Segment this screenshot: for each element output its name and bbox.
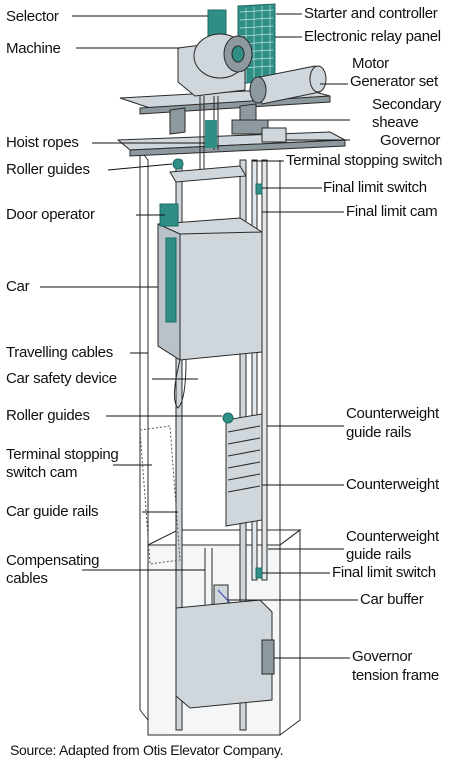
label-electronic-relay-panel: Electronic relay panel <box>304 28 441 45</box>
hoistway-outline <box>139 148 149 722</box>
label-final-limit-cam: Final limit cam <box>346 203 438 220</box>
counterweight-block <box>225 413 263 527</box>
label-counterweight-guide-rails-bottom-line2: guide rails <box>346 546 412 563</box>
label-secondary-sheave-line1: Secondary <box>372 96 442 113</box>
label-governor: Governor <box>380 132 441 149</box>
label-compensating-cables-line2: cables <box>6 570 48 587</box>
label-door-operator: Door operator <box>6 206 95 223</box>
final-limit-switch-bottom-mark <box>255 567 263 579</box>
label-counterweight-guide-rails-bottom-line1: Counterweight <box>346 528 439 545</box>
label-car-guide-rails: Car guide rails <box>6 503 99 520</box>
label-final-limit-switch-bottom: Final limit switch <box>332 564 436 581</box>
governor <box>261 127 287 143</box>
hoist-machine <box>177 33 253 97</box>
label-final-limit-switch-top: Final limit switch <box>323 179 427 196</box>
travelling-cables <box>174 359 187 409</box>
label-car-buffer: Car buffer <box>360 591 424 608</box>
label-hoist-ropes: Hoist ropes <box>6 134 79 151</box>
label-roller-guides-bottom: Roller guides <box>6 407 90 424</box>
label-roller-guides-top: Roller guides <box>6 161 90 178</box>
label-motor-generator-set-line2: Generator set <box>350 73 438 90</box>
source-credit: Source: Adapted from Otis Elevator Compa… <box>10 742 284 758</box>
terminal-stopping-switch-cam <box>139 425 181 565</box>
label-terminal-stopping-switch-cam-line1: Terminal stopping <box>6 446 119 463</box>
car-sling <box>169 165 247 183</box>
label-counterweight-guide-rails-top-line2: guide rails <box>346 424 412 441</box>
compensating-cables <box>204 548 213 610</box>
label-terminal-stopping-switch: Terminal stopping switch <box>286 152 443 169</box>
label-governor-tension-frame-line1: Governor <box>352 648 413 665</box>
governor-tension-frame <box>175 599 275 709</box>
label-compensating-cables-line1: Compensating <box>6 552 100 569</box>
label-car: Car <box>6 278 30 295</box>
hoist-ropes <box>199 96 219 170</box>
label-counterweight: Counterweight <box>346 476 439 493</box>
label-governor-tension-frame-line2: tension frame <box>352 667 439 684</box>
motor-generator-set <box>249 65 327 105</box>
label-selector: Selector <box>6 8 59 25</box>
hoist-rope-teal <box>205 120 217 148</box>
roller-guide-top <box>172 158 184 170</box>
label-travelling-cables: Travelling cables <box>6 344 113 361</box>
label-car-safety-device: Car safety device <box>6 370 117 387</box>
roller-guide-bottom <box>222 412 234 424</box>
label-counterweight-guide-rails-top-line1: Counterweight <box>346 405 439 422</box>
leader-lines <box>40 13 358 659</box>
label-starter-and-controller: Starter and controller <box>304 5 438 22</box>
label-terminal-stopping-switch-cam-line2: switch cam <box>6 464 78 481</box>
machine-beams <box>116 87 347 157</box>
car-body <box>157 203 263 361</box>
label-motor-generator-set-line1: Motor <box>352 55 389 72</box>
secondary-sheave <box>231 119 269 135</box>
label-secondary-sheave-line2: sheave <box>372 114 419 131</box>
counterweight-guide-rails <box>251 159 268 581</box>
final-limit-switch-top-mark <box>255 183 263 195</box>
label-machine: Machine <box>6 40 61 57</box>
